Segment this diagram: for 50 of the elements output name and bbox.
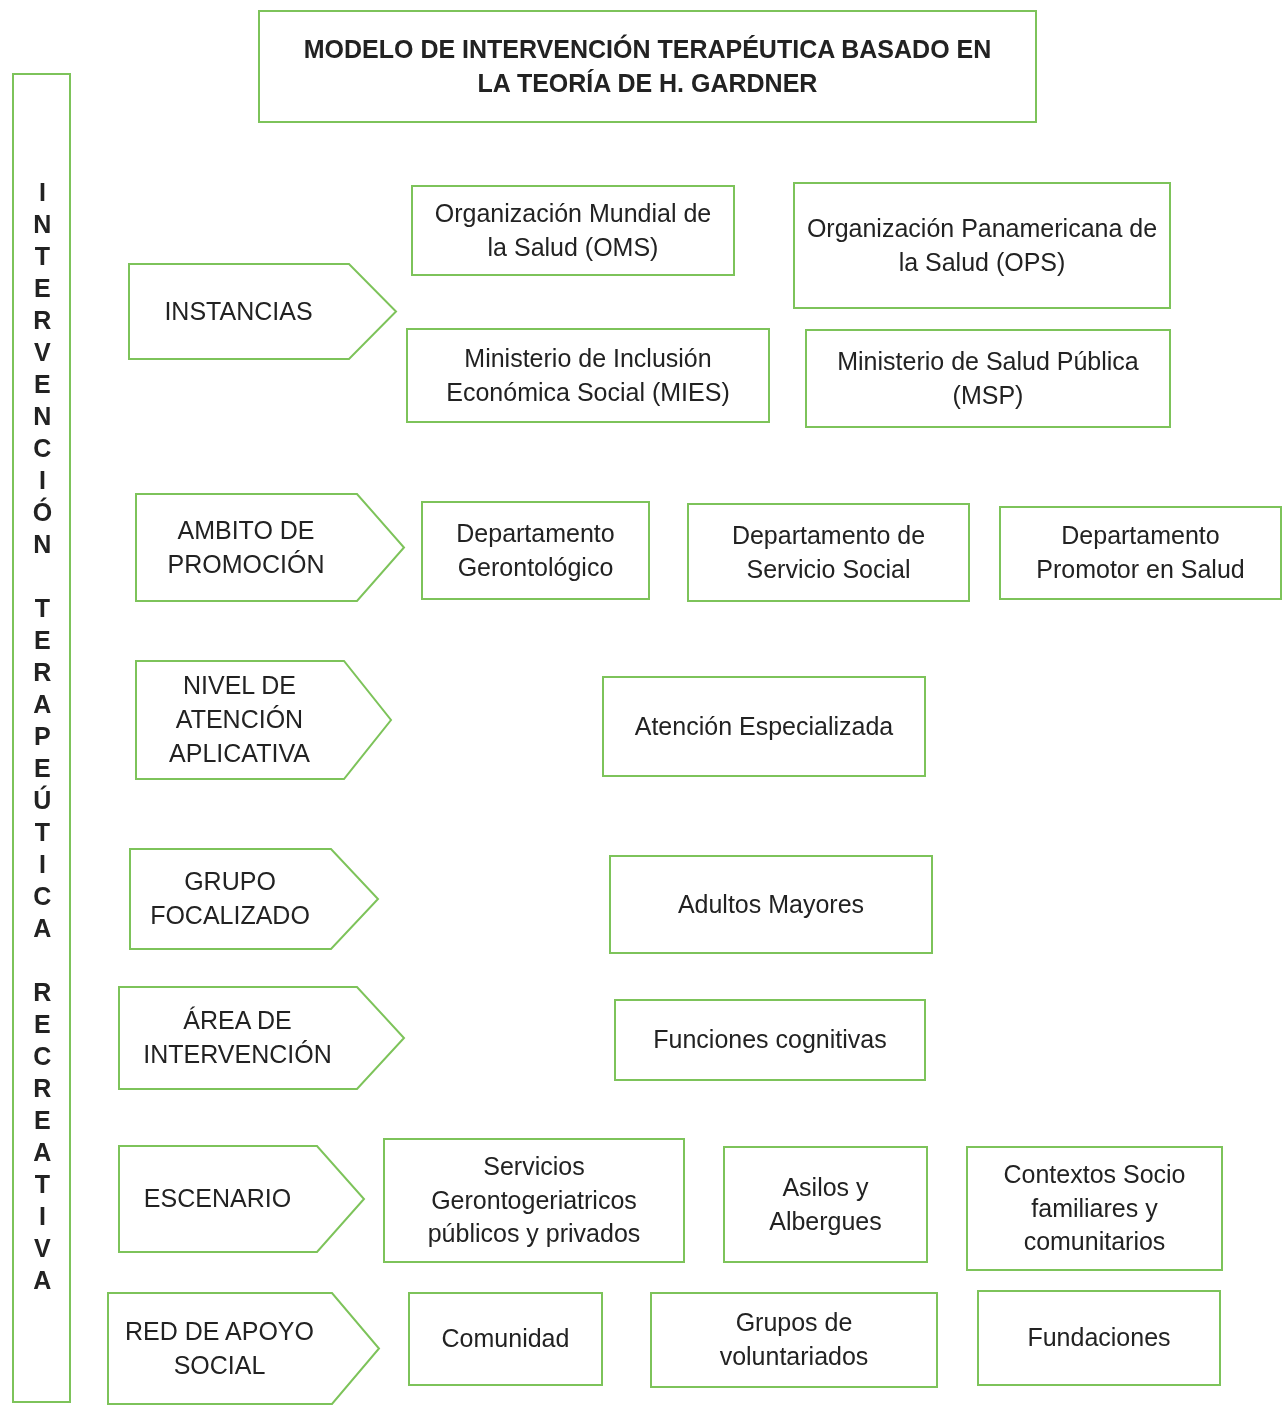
- box-text: Fundaciones: [1026, 1322, 1172, 1354]
- chevron-arrow-shape: [129, 848, 379, 950]
- text-box: [602, 676, 926, 777]
- box-text: Adultos Mayores: [676, 888, 866, 920]
- text-box: [406, 328, 770, 423]
- box-text: Departamento Gerontológico: [455, 517, 616, 583]
- box-text: Organización Mundial de la Salud (OMS): [433, 197, 713, 263]
- text-box: [609, 855, 933, 954]
- text-box: [966, 1146, 1223, 1271]
- box-text: Grupos de voluntariados: [718, 1307, 870, 1372]
- chevron-arrow-shape: [135, 660, 392, 780]
- box-text: Organización Panamericana de la Salud (OPS): [805, 212, 1159, 278]
- chevron-arrow-shape: [128, 263, 397, 360]
- chevron-arrow-shape: [118, 986, 405, 1090]
- box-text: Atención Especializada: [633, 710, 895, 742]
- box-text: Asilos y Albergues: [768, 1171, 883, 1237]
- category-label: ÁREA DE INTERVENCIÓN: [142, 1005, 333, 1070]
- text-box: [793, 182, 1171, 309]
- text-box: [408, 1292, 603, 1386]
- box-text: MODELO DE INTERVENCIÓN TERAPÉUTICA BASADO EN LA TEORÍA DE H. GARDNER: [302, 33, 993, 99]
- text-box: [421, 501, 650, 600]
- category-label: ESCENARIO: [143, 1183, 292, 1215]
- box-text: Ministerio de Salud Pública (MSP): [836, 345, 1140, 411]
- category-label: RED DE APOYO SOCIAL: [124, 1315, 315, 1381]
- text-box: [687, 503, 970, 602]
- category-label: AMBITO DE PROMOCIÓN: [166, 514, 326, 580]
- text-box: [999, 506, 1282, 600]
- text-box: [411, 185, 735, 276]
- category-label: NIVEL DE ATENCIÓN APLICATIVA: [168, 670, 311, 769]
- chevron-arrow-shape: [135, 493, 405, 602]
- text-box: [614, 999, 926, 1081]
- box-text: Ministerio de Inclusión Económica Social (MIES): [445, 342, 731, 408]
- box-text: Departamento de Servicio Social: [730, 519, 927, 585]
- box-text: Funciones cognitivas: [652, 1024, 888, 1056]
- text-box: [977, 1290, 1221, 1386]
- vertical-label-box: [12, 73, 71, 1403]
- box-text: Departamento Promotor en Salud: [1035, 520, 1246, 585]
- box-text: Servicios Gerontogeriatricos públicos y privados: [426, 1150, 642, 1250]
- box-text: INTERVENCIÓN TERAPEÚTICA RECREATIVA: [27, 178, 58, 1298]
- text-box: [650, 1292, 938, 1388]
- text-box: [805, 329, 1171, 428]
- text-box: [723, 1146, 928, 1263]
- category-label: INSTANCIAS: [164, 295, 313, 327]
- box-text: Comunidad: [440, 1323, 571, 1355]
- chevron-arrow-shape: [118, 1145, 365, 1253]
- chevron-arrow-shape: [107, 1292, 380, 1405]
- box-text: Contextos Socio familiares y comunitarios: [1002, 1158, 1187, 1258]
- title-box: [258, 10, 1037, 123]
- text-box: [383, 1138, 685, 1263]
- category-label: GRUPO FOCALIZADO: [149, 866, 311, 931]
